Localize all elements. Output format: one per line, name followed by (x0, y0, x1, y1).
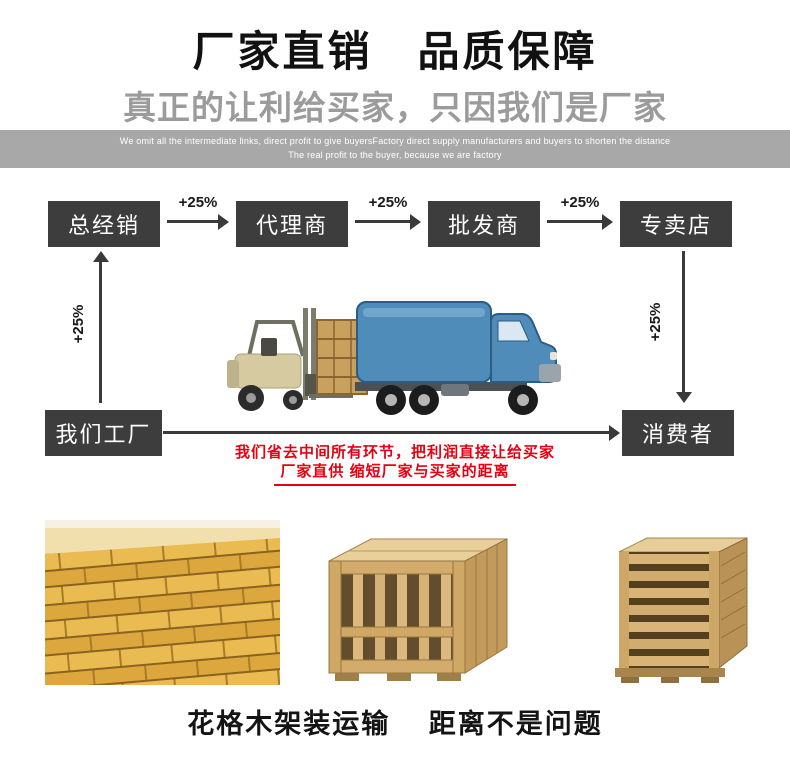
node-label: 消费者 (641, 422, 714, 447)
arrow-head (93, 251, 109, 262)
note-line-2: 厂家直供 缩短厂家与买家的距离 (0, 460, 790, 486)
arrow-shaft (547, 220, 604, 223)
node-general-distributor: 总经销 (48, 201, 160, 247)
page-title: 厂家直销 品质保障 (192, 28, 598, 75)
increment-label-2: +25% (368, 194, 408, 211)
arrow-shaft (355, 220, 412, 223)
note-line-1: 我们省去中间所有环节，把利润直接让给买家 (234, 444, 555, 461)
note-line-2-text: 厂家直供 缩短厂家与买家的距离 (274, 460, 516, 486)
arrow-head (676, 392, 692, 403)
increment-label-left: +25% (70, 304, 87, 344)
banner-line-1: We omit all the intermediate links, dire… (119, 136, 671, 147)
arrow-shaft (167, 220, 220, 223)
node-consumer: 消费者 (622, 410, 734, 456)
arrow-head (410, 214, 421, 230)
node-label: 批发商 (447, 213, 520, 238)
node-agent: 代理商 (236, 201, 348, 247)
arrow-factory-to-consumer (163, 425, 620, 441)
truck-graphic (355, 301, 561, 415)
increment-label-3: +25% (560, 194, 600, 211)
node-label: 总经销 (67, 213, 140, 238)
forklift-graphic (227, 308, 353, 411)
arrow-head (602, 214, 613, 230)
arrow-shaft (163, 431, 611, 434)
node-label: 代理商 (255, 213, 328, 238)
increment-label-1: +25% (178, 194, 218, 211)
arrow-head (218, 214, 229, 230)
arrow-factory-to-distributor (93, 251, 109, 403)
pallet-crate-photo (615, 537, 748, 683)
arrow-wholesaler-to-store (547, 214, 613, 230)
node-retail-store: 专卖店 (620, 201, 732, 247)
gallery-caption: 花格木架装运输 距离不是问题 (187, 709, 603, 739)
node-label: 我们工厂 (55, 422, 152, 447)
arrow-shaft (682, 251, 685, 394)
page-subtitle: 真正的让利给买家，只因我们是厂家 (123, 89, 667, 126)
arrow-shaft (99, 260, 102, 403)
lumber-stack-photo (45, 520, 280, 685)
arrow-distributor-to-agent (167, 214, 229, 230)
truck-forklift-illustration (227, 301, 561, 415)
english-banner: We omit all the intermediate links, dire… (0, 130, 790, 168)
arrow-store-to-consumer (676, 251, 692, 403)
arrow-head (609, 425, 620, 441)
arrow-agent-to-wholesaler (355, 214, 421, 230)
increment-label-right: +25% (647, 302, 664, 342)
node-our-factory: 我们工厂 (45, 410, 162, 456)
wooden-cage-crate-photo (328, 538, 508, 681)
banner-line-2: The real profit to the buyer, because we… (288, 150, 502, 160)
node-wholesaler: 批发商 (428, 201, 540, 247)
node-label: 专卖店 (639, 213, 712, 238)
